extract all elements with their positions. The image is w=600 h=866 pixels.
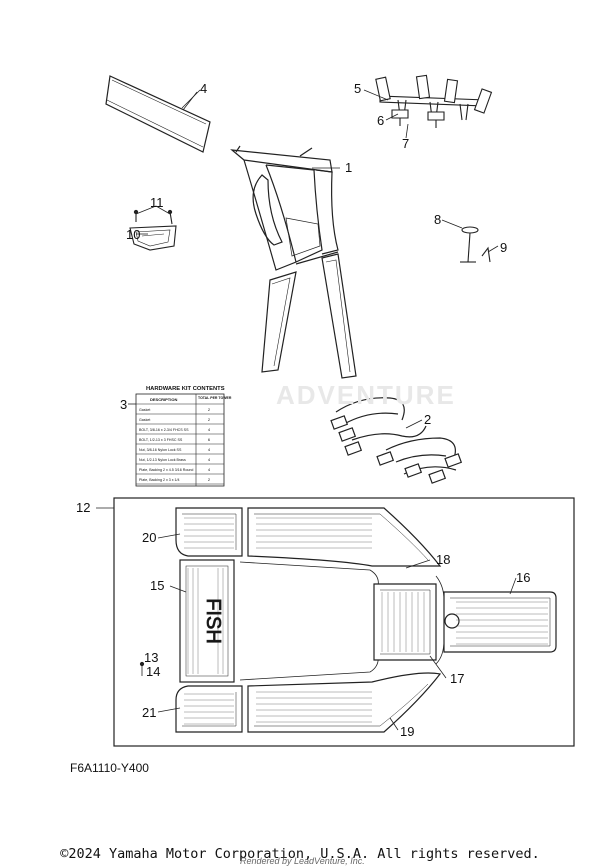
callout-5: 5 [354,81,361,96]
watermark: ADVENTURE [276,380,456,410]
callout-7: 7 [402,136,409,151]
part-5-rod-holder-bar [375,74,493,128]
table-cell-quantity: 2 [208,407,211,412]
callout-21: 21 [142,705,156,720]
part-12-mat-set [113,497,575,747]
table-cell-description: Plate, Backing 2 x 3 x 1/4 [139,478,180,482]
table-cell-quantity: 4 [208,467,211,472]
table-cell-quantity: 2 [208,477,211,482]
callout-4: 4 [200,81,207,96]
callout-9: 9 [500,240,507,255]
table-cell-description: Nut, 1/2-13 Nylon Lock Brass [139,458,186,462]
callout-18: 18 [436,552,450,567]
callout-1: 1 [345,160,352,175]
table-cell-quantity: 6 [208,437,211,442]
table-header-description: DESCRIPTION [150,397,177,402]
table-cell-description: BOLT, 1/2-13 x 3 FHSC SS [139,438,183,442]
table-cell-quantity: 4 [208,457,211,462]
callout-numbers: 1 2 3 4 5 6 7 8 9 10 11 12 13 14 15 16 1… [76,81,530,739]
callout-12: 12 [76,500,90,515]
callout-19: 19 [400,724,414,739]
table-cell-description: Gasket [139,408,150,412]
table-header-total: TOTAL PER TOWER [198,396,232,400]
table-cell-description: Gasket [139,418,150,422]
callout-8: 8 [434,212,441,227]
callout-13: 13 [144,650,158,665]
part-8-9-fasteners [460,226,491,263]
callout-15: 15 [150,578,164,593]
part-10-light [129,209,177,251]
callout-17: 17 [450,671,464,686]
mat-teak-stripes [184,517,548,725]
figure-id: F6A1110-Y400 [70,761,149,775]
table-cell-quantity: 2 [208,417,211,422]
callout-10: 10 [126,227,140,242]
callout-14: 14 [146,664,160,679]
table-cell-description: BOLT, 3/8-16 x 2-3/4 FHCS SS [139,428,189,432]
table-cell-description: Plate, Backing 2 x 4.5 3/16 Round [139,468,193,472]
fish-mat-text: FISH [202,598,224,644]
table-title: HARDWARE KIT CONTENTS [146,386,225,392]
callout-11: 11 [150,195,164,210]
rendered-by-text: Rendered by LeadVenture, Inc. [240,856,365,866]
part-4-panel [105,75,211,153]
table-cell-description: Nut, 3/8-16 Nylon Lock SS [139,448,182,452]
callout-20: 20 [142,530,156,545]
part-2-harness [330,397,463,484]
part-1-tower [230,145,357,379]
hardware-kit-table: HARDWARE KIT CONTENTS DESCRIPTION TOTAL … [135,386,232,487]
table-cell-quantity: 4 [208,427,211,432]
table-cell-quantity: 4 [208,447,211,452]
callout-6: 6 [377,113,384,128]
copyright-text: ©2024 Yamaha Motor Corporation, U.S.A. A… [60,846,540,862]
callout-2: 2 [424,412,431,427]
leader-lines [96,89,517,731]
callout-3: 3 [120,397,127,412]
callout-16: 16 [516,570,530,585]
